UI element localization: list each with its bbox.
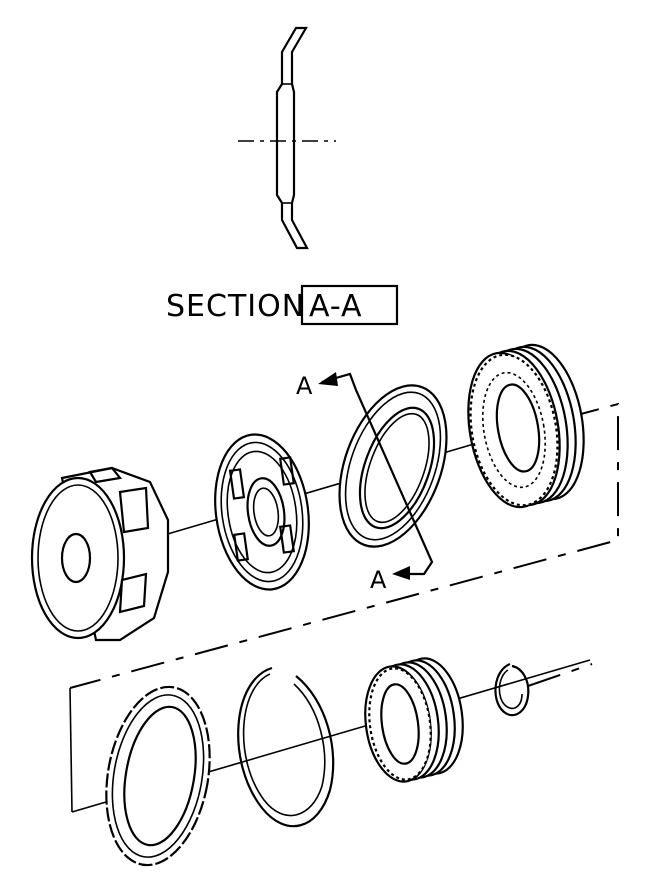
section-caption: SECTION A-A xyxy=(166,284,399,326)
section-cut-line: A A xyxy=(296,372,434,594)
section-arrow-bottom xyxy=(392,566,410,580)
clutch-piston xyxy=(214,433,310,591)
section-label-box xyxy=(300,284,399,326)
large-snap-ring xyxy=(237,666,335,828)
section-marker-top: A xyxy=(296,372,313,400)
clutch-plate-pack-upper xyxy=(467,343,585,509)
small-snap-ring xyxy=(494,662,530,717)
section-arrow-top xyxy=(318,372,338,386)
section-profile-detail xyxy=(238,26,336,250)
section-caption-label: A-A xyxy=(309,289,363,324)
section-caption-prefix: SECTION xyxy=(166,289,305,324)
dished-spring-ring xyxy=(338,384,448,548)
backing-plate xyxy=(105,685,211,867)
section-marker-bottom: A xyxy=(370,566,387,594)
clutch-plate-pack-lower xyxy=(364,657,464,783)
clutch-drum xyxy=(30,466,170,642)
